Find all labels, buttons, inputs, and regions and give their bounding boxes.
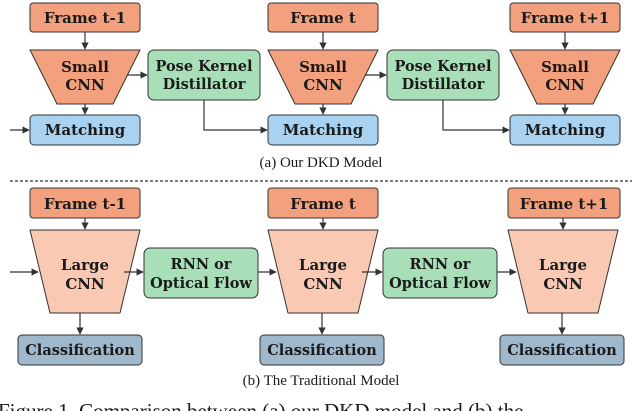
top-frame-t-label: Frame t — [290, 9, 356, 27]
bottom-frame-t-minus-1-label: Frame t-1 — [44, 195, 126, 213]
bottom-rnn-flow-1-box — [143, 247, 259, 299]
top-matching-3-box — [509, 114, 621, 146]
top-small-cnn-1 — [29, 49, 141, 105]
top-arrow-distill1-match2 — [203, 100, 268, 134]
top-matching-1-box — [29, 114, 141, 146]
bottom-frame-t-plus-1-label: Frame t+1 — [520, 195, 609, 213]
bottom-classification-2-label: Classification — [267, 342, 377, 359]
bottom-large-cnn-1-line2: CNN — [65, 275, 105, 293]
bottom-classification-3-label: Classification — [507, 342, 617, 359]
top-small-cnn-2-line2: CNN — [303, 76, 343, 94]
top-small-cnn-2-line1: Small — [299, 58, 347, 76]
bottom-large-cnn-1-line1: Large — [61, 256, 109, 274]
bottom-large-cnn-3-line2: CNN — [543, 275, 583, 293]
bottom-arrows — [10, 218, 567, 335]
top-small-cnn-2 — [267, 49, 379, 105]
top-matching-1-label: Matching — [45, 121, 126, 139]
bottom-rnn-flow-1-line2: Optical Flow — [150, 275, 252, 292]
bottom-classification-1-box — [17, 334, 143, 366]
top-distillator-2-line2: Distillator — [402, 76, 485, 93]
bottom-classification-2-box — [259, 334, 385, 366]
bottom-large-cnn-3 — [507, 229, 619, 314]
bottom-rnn-flow-2-line1: RNN or — [410, 256, 471, 273]
bottom-frame-t-label: Frame t — [290, 195, 356, 213]
bottom-rnn-flow-1-line1: RNN or — [171, 256, 232, 273]
bottom-frame-t-plus-1-box — [507, 187, 621, 219]
top-caption: (a) Our DKD Model — [260, 155, 383, 171]
bottom-large-cnn-2-line2: CNN — [303, 275, 343, 293]
top-matching-3-label: Matching — [525, 121, 606, 139]
top-arrows — [10, 32, 569, 134]
dkd-model: Frame t-1 Small CNN Matching Frame t Sma… — [10, 2, 621, 171]
top-small-cnn-1-line1: Small — [61, 58, 109, 76]
top-matching-2-box — [267, 114, 379, 146]
bottom-rnn-flow-2-line2: Optical Flow — [389, 275, 491, 292]
top-distillator-1-line1: Pose Kernel — [155, 58, 253, 75]
bottom-large-cnn-2 — [267, 229, 379, 314]
top-arrow-distill2-match3 — [442, 100, 510, 134]
bottom-classification-1-label: Classification — [25, 342, 135, 359]
bottom-classification-3-box — [499, 334, 625, 366]
bottom-large-cnn-3-line1: Large — [539, 256, 587, 274]
figure-caption: Figure 1. Comparison between (a) our DKD… — [0, 399, 523, 411]
top-distillator-1-line2: Distillator — [163, 76, 246, 93]
top-matching-2-label: Matching — [283, 121, 364, 139]
traditional-model: Frame t-1 Large CNN Classification Frame… — [10, 187, 625, 389]
bottom-rnn-flow-2-box — [382, 247, 498, 299]
top-distillator-2-line1: Pose Kernel — [394, 58, 492, 75]
top-small-cnn-3-line1: Small — [541, 58, 589, 76]
top-small-cnn-3-line2: CNN — [545, 76, 585, 94]
bottom-large-cnn-1 — [29, 229, 141, 314]
top-small-cnn-1-line2: CNN — [65, 76, 105, 94]
top-small-cnn-3 — [509, 49, 621, 105]
bottom-large-cnn-2-line1: Large — [299, 256, 347, 274]
top-frame-t-plus-1-label: Frame t+1 — [521, 9, 610, 27]
top-frame-t-minus-1-label: Frame t-1 — [44, 9, 126, 27]
bottom-caption: (b) The Traditional Model — [243, 373, 400, 389]
